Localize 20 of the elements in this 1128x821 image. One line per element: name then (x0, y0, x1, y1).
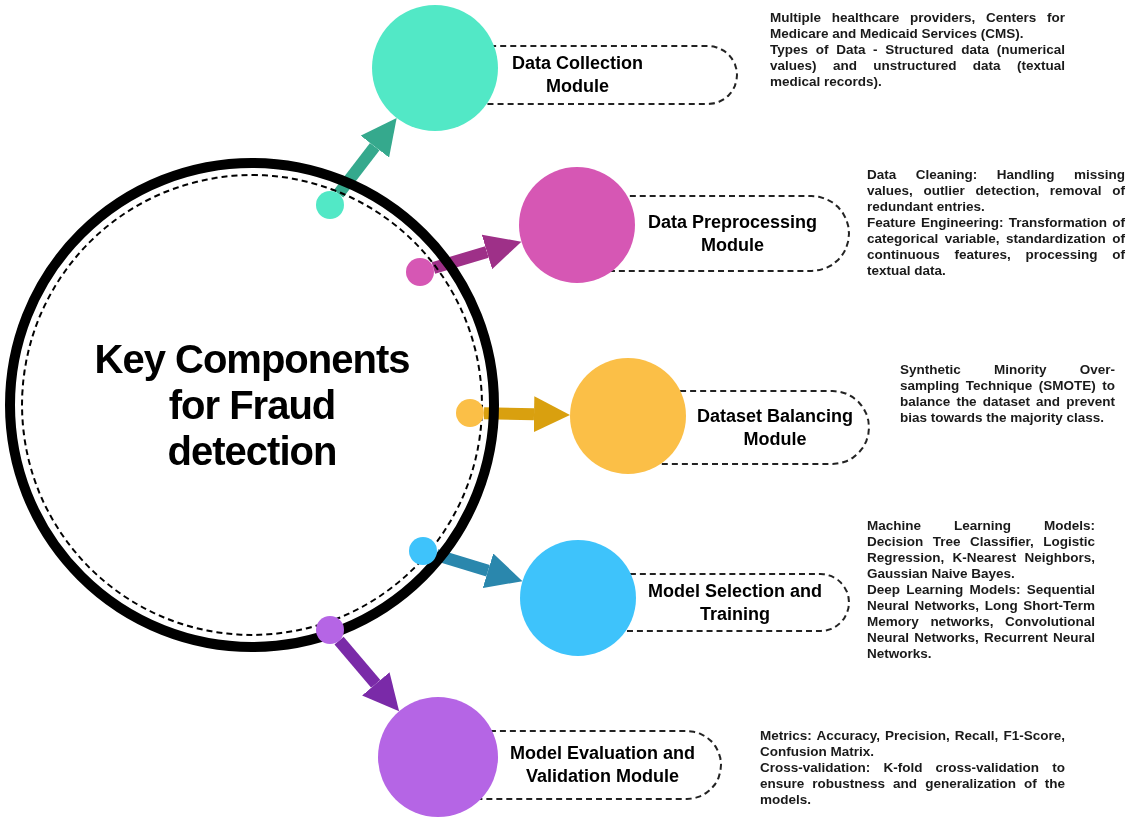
description: Synthetic Minority Over-sampling Technique (SMOTE) to balance the dataset and prevent bias towards the majority class. (900, 362, 1115, 426)
module-title: Model Selection and Training (647, 579, 823, 626)
module-title: Model Evaluation and Validation Module (509, 741, 696, 788)
description: Cross-validation: K-fold cross-validation to ensure robustness and generalization of the models. (760, 760, 1065, 808)
module-title: Data Collection Module (511, 51, 644, 98)
module-title: Data Preprocessing Module (646, 210, 819, 257)
arrow (333, 118, 397, 198)
module-shape (570, 358, 870, 474)
description: Metrics: Accuracy, Precision, Recall, F1-Score, Confusion Matrix. (760, 728, 1065, 760)
description: Data Cleaning: Handling missing values, outlier detection, removal of redundant entries. (867, 167, 1125, 215)
arrow (431, 234, 522, 274)
description: Types of Data - Structured data (numerical values) and unstructured data (textual medical records). (770, 42, 1065, 90)
module-title: Dataset Balancing Module (695, 404, 855, 451)
arrow (334, 636, 400, 712)
arrow (483, 396, 570, 433)
description: Deep Learning Models: Sequential Neural Networks, Long Short-Term Memory networks, Convolutional Neural Networks, Recurrent Neural Networks. (867, 582, 1095, 662)
description: Machine Learning Models: Decision Tree Classifier, Logistic Regression, K-Nearest Neighbors, Gaussian Naive Bayes. (867, 518, 1095, 582)
description: Feature Engineering: Transformation of categorical variable, standardization of continuous features, processing of textual data. (867, 215, 1125, 279)
description: Multiple healthcare providers, Centers for Medicare and Medicaid Services (CMS). (770, 10, 1065, 42)
title: Key Components for Fraud detection (93, 336, 411, 474)
